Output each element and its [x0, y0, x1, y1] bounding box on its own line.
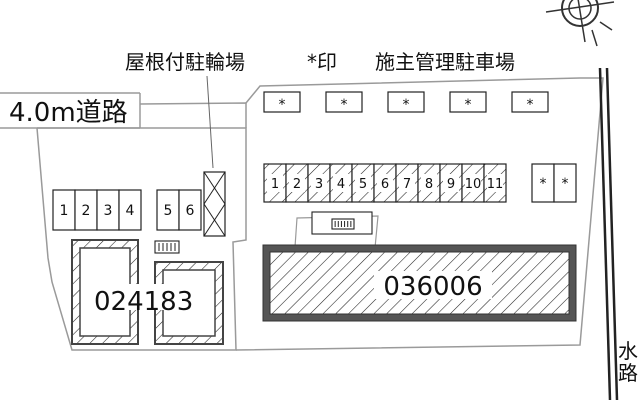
- owner-stall-mark: *: [279, 97, 286, 113]
- building-label-036006: 036006: [383, 272, 482, 302]
- right-stall-mark: *: [562, 176, 569, 192]
- stall-number: 10: [465, 177, 482, 192]
- owner-parking-label: 施主管理駐車場: [375, 50, 515, 74]
- owner-stall-mark: *: [465, 97, 472, 113]
- compass-icon: [545, 0, 615, 47]
- building-024183: 024183: [71, 239, 224, 345]
- stall-number: 4: [126, 203, 135, 219]
- building-036006: 036006: [262, 244, 577, 322]
- stall-number: 7: [403, 177, 411, 192]
- stall-label-bg: [267, 174, 283, 192]
- bike-shed: [203, 171, 226, 237]
- waterway-label-1: 水: [618, 339, 638, 363]
- building-label-024183: 024183: [94, 287, 193, 317]
- stall-label-bg: [289, 174, 305, 192]
- waterway-label-2: 路: [618, 361, 638, 385]
- stall-number: 1: [60, 203, 69, 219]
- owner-stall: [449, 91, 487, 113]
- stall-number: 1: [271, 177, 279, 192]
- owner-stall-mark: *: [341, 97, 348, 113]
- stair-main: [311, 211, 373, 235]
- mark-legend-label: *印: [307, 50, 337, 74]
- owner-stalls: * * * * *: [263, 91, 549, 113]
- parking-stall: [118, 189, 142, 231]
- leader-line: [206, 75, 214, 169]
- road-4m: 4.0m道路: [0, 92, 141, 129]
- stall-label-bg: [487, 174, 503, 192]
- stall-label-bg: [443, 174, 459, 192]
- stall-number: 2: [293, 177, 301, 192]
- stall-label-bg: [421, 174, 437, 192]
- right-stalls: **: [531, 163, 577, 203]
- stall-number: 5: [359, 177, 367, 192]
- stall-number: 4: [337, 177, 345, 192]
- stall-number: 6: [186, 203, 195, 219]
- right-stall: [553, 163, 577, 203]
- stall-number: 9: [447, 177, 455, 192]
- road-label: 4.0m道路: [9, 98, 128, 128]
- owner-stall-mark: *: [403, 97, 410, 113]
- owner-stall: [263, 91, 301, 113]
- stall-number: 11: [487, 177, 504, 192]
- owner-stall: [387, 91, 425, 113]
- stall-number: 2: [82, 203, 91, 219]
- owner-stall: [325, 91, 363, 113]
- owner-stall: [511, 91, 549, 113]
- stall-label-bg: [355, 174, 371, 192]
- stall-number: 3: [315, 177, 323, 192]
- bike-parking-label: 屋根付駐輪場: [125, 50, 245, 74]
- owner-stall-mark: *: [527, 97, 534, 113]
- stall-label-bg: [311, 174, 327, 192]
- stall-label-bg: [377, 174, 393, 192]
- site-boundary: [36, 77, 604, 351]
- stall-number: 8: [425, 177, 433, 192]
- stall-number: 3: [104, 203, 113, 219]
- stall-number: 5: [164, 203, 173, 219]
- stall-label-bg: [465, 174, 481, 192]
- waterway: 水 路: [598, 67, 638, 401]
- stair-left: [154, 240, 180, 254]
- right-stall-mark: *: [540, 176, 547, 192]
- stall-label-bg: [399, 174, 415, 192]
- stall-number: 6: [381, 177, 389, 192]
- stair-frame: [331, 218, 355, 230]
- parking-stall: [178, 189, 202, 231]
- stall-label-bg: [333, 174, 349, 192]
